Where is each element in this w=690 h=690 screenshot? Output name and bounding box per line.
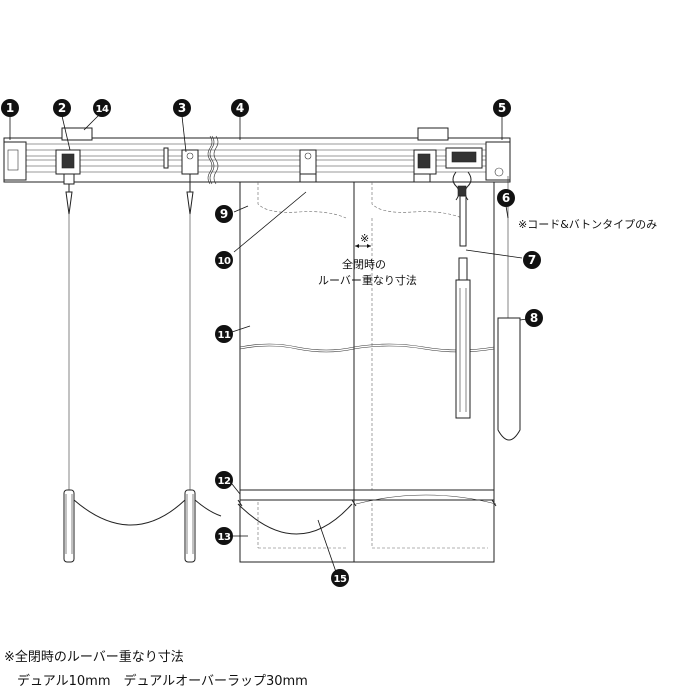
svg-text:9: 9 xyxy=(220,207,228,221)
callout-2: 2 xyxy=(53,99,71,117)
callout-6: 6 xyxy=(497,189,515,207)
callout-9: 9 xyxy=(215,205,233,223)
svg-text:12: 12 xyxy=(218,476,231,487)
louver-edge-left xyxy=(63,214,75,563)
wand-assembly xyxy=(452,171,472,419)
svg-text:7: 7 xyxy=(528,253,536,267)
overlap-mark: ※ xyxy=(360,232,369,245)
footnote-line2: デュアル10mm デュアルオーバーラップ30mm xyxy=(4,674,308,689)
cord-baton-note: ※コード&バトンタイプのみ xyxy=(518,218,657,231)
callout-11: 11 xyxy=(215,325,233,343)
callout-8: 8 xyxy=(525,309,543,327)
callout-13: 13 xyxy=(215,527,233,545)
svg-text:10: 10 xyxy=(218,256,231,267)
bottom-chain-left xyxy=(73,499,222,526)
louver-panel-right xyxy=(353,181,495,563)
svg-text:5: 5 xyxy=(498,101,506,115)
carrier-left xyxy=(55,149,81,215)
svg-text:3: 3 xyxy=(178,101,186,115)
svg-text:11: 11 xyxy=(218,330,231,341)
svg-text:13: 13 xyxy=(218,532,231,543)
svg-text:14: 14 xyxy=(96,104,109,115)
leader-lines xyxy=(9,115,535,573)
svg-text:6: 6 xyxy=(502,191,510,205)
callout-4: 4 xyxy=(231,99,249,117)
svg-text:1: 1 xyxy=(6,101,14,115)
callout-12: 12 xyxy=(215,471,233,489)
callout-3: 3 xyxy=(173,99,191,117)
callout-5: 5 xyxy=(493,99,511,117)
svg-text:2: 2 xyxy=(58,101,66,115)
svg-text:8: 8 xyxy=(530,311,538,325)
callout-10: 10 xyxy=(215,251,233,269)
louver-panel-left xyxy=(239,181,355,563)
overlap-dimension xyxy=(355,244,371,248)
carrier-second xyxy=(163,147,199,215)
callout-15: 15 xyxy=(331,569,349,587)
svg-text:4: 4 xyxy=(236,101,244,115)
louver-edge-second xyxy=(184,214,196,563)
callout-14: 14 xyxy=(93,99,111,117)
bottom-weights xyxy=(237,489,497,535)
callout-1: 1 xyxy=(1,99,19,117)
cord-and-baton xyxy=(497,176,521,441)
overlap-label-line2: ルーバー重なり寸法 xyxy=(318,273,417,287)
svg-text:15: 15 xyxy=(334,574,347,585)
callout-7: 7 xyxy=(523,251,541,269)
footnote-line1: ※全閉時のルーバー重なり寸法 xyxy=(4,650,184,665)
overlap-label-line1: 全閉時の xyxy=(342,257,386,271)
